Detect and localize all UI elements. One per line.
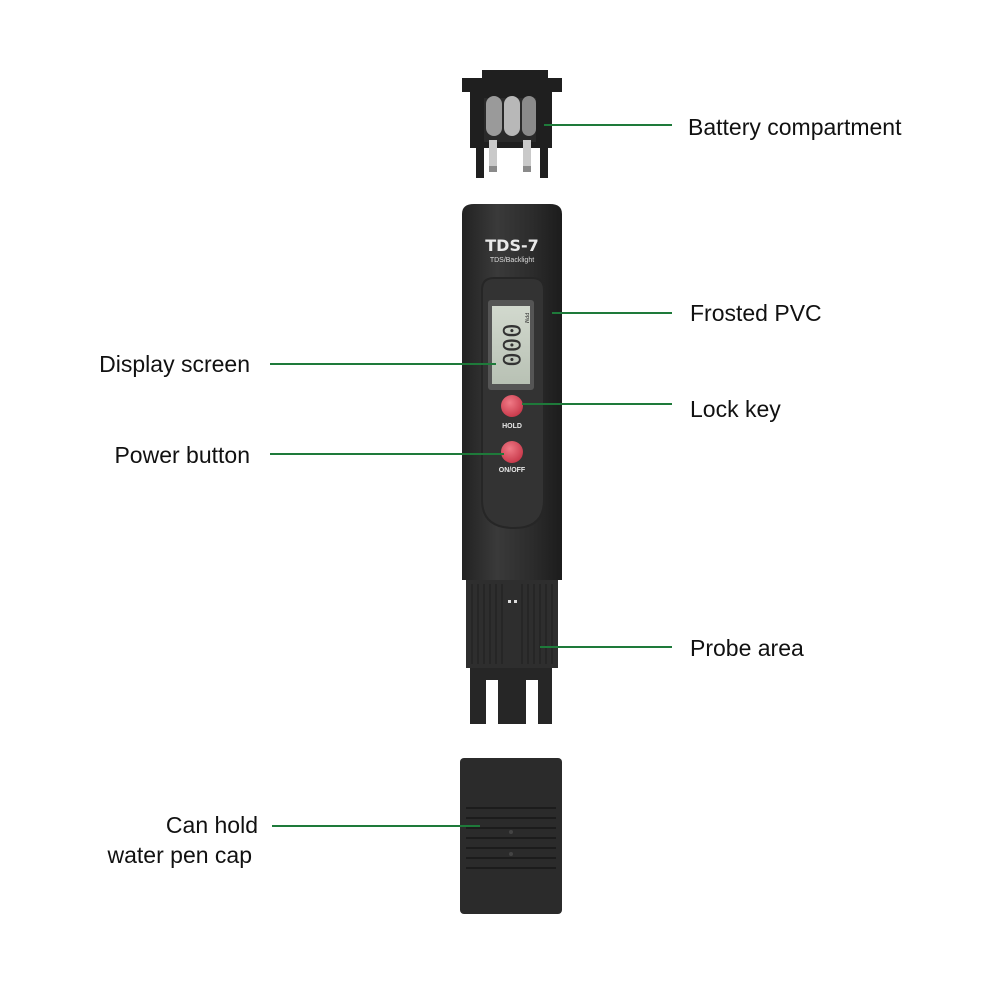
battery-leader-line <box>544 124 672 126</box>
lock-key-label: Lock key <box>690 396 781 422</box>
display-screen-label: Display screen <box>99 351 250 377</box>
display-screen: 000 PPM <box>488 300 534 390</box>
display-unit: PPM <box>523 313 529 324</box>
cap-label-line1: Can hold <box>165 812 258 838</box>
probe-leader-line <box>540 646 672 648</box>
cap-label-line2: water pen cap <box>107 842 252 868</box>
battery-compartment-label: Battery compartment <box>688 114 902 140</box>
model-name: TDS-7 <box>485 236 539 255</box>
cap-leader-line <box>272 825 480 827</box>
battery-compartment <box>462 70 562 178</box>
model-subtitle: TDS/Backlight <box>490 257 534 264</box>
power-button[interactable] <box>501 441 523 463</box>
power-button-label: Power button <box>114 442 250 468</box>
hold-label: HOLD <box>502 423 522 430</box>
power-leader-line <box>270 453 504 455</box>
onoff-label: ON/OFF <box>499 467 526 474</box>
pen-cap <box>460 758 562 914</box>
probe-area-label: Probe area <box>690 635 804 661</box>
lock-key[interactable] <box>501 395 523 417</box>
lock-leader-line <box>522 403 672 405</box>
frosted-leader-line <box>552 312 672 314</box>
display-leader-line <box>270 363 496 365</box>
frosted-pvc-label: Frosted PVC <box>690 300 822 326</box>
display-reading: 000 <box>497 323 525 366</box>
probe-area <box>466 580 558 724</box>
